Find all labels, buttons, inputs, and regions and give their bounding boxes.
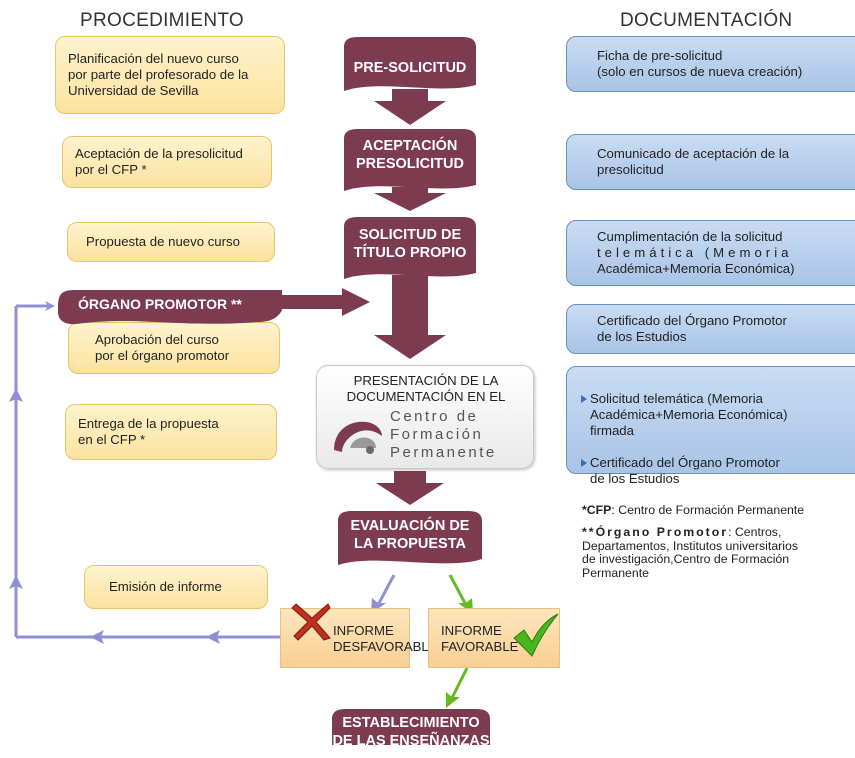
proc-planificacion: Planificación del nuevo curso por parte … bbox=[55, 36, 285, 114]
doc-list-item-solicitud: Solicitud telemática (Memoria Académica+… bbox=[581, 391, 855, 439]
branch-line-desfavorable bbox=[376, 574, 396, 606]
stage-solicitud: SOLICITUD DE TÍTULO PROPIO bbox=[353, 227, 467, 261]
proc-aprobacion: Aprobación del curso por el órgano promo… bbox=[68, 322, 280, 374]
documentacion-header: DOCUMENTACIÓN bbox=[620, 10, 793, 31]
proc-aceptacion: Aceptación de la presolicitud por el CFP… bbox=[62, 136, 272, 188]
stage-flow bbox=[332, 37, 490, 745]
doc-ficha: Ficha de pre-solicitud (solo en cursos d… bbox=[566, 36, 855, 92]
organo-arrow bbox=[280, 288, 370, 316]
cfp-logo-line-3: Permanente bbox=[390, 444, 497, 461]
stage-shape-solicitud bbox=[344, 217, 476, 279]
return-arrowhead-left-2 bbox=[90, 630, 104, 644]
return-arrowhead-up-1 bbox=[9, 575, 23, 589]
doc-certificado: Certificado del Órgano Promotor de los E… bbox=[566, 304, 855, 354]
note-organo-text: : Centros, Departamentos, Institutos uni… bbox=[582, 525, 798, 580]
stage-shape-establecimiento bbox=[332, 709, 490, 745]
stage-arrow-4 bbox=[376, 471, 444, 505]
return-arrowhead-up-2 bbox=[9, 388, 23, 402]
note-organo: **Órgano Promotor: Centros, Departamento… bbox=[582, 525, 854, 580]
doc-comunicado: Comunicado de aceptación de la presolici… bbox=[566, 134, 855, 190]
presentacion-title: PRESENTACIÓN DE LA DOCUMENTACIÓN EN EL bbox=[346, 373, 506, 404]
note-organo-key: **Órgano Promotor bbox=[582, 525, 729, 539]
note-cfp-text: : Centro de Formación Permanente bbox=[611, 503, 805, 517]
stage-evaluacion: EVALUACIÓN DE LA PROPUESTA bbox=[350, 518, 470, 552]
proc-emision: Emisión de informe bbox=[84, 565, 268, 609]
cfp-logo-line-1: Centro de bbox=[390, 408, 479, 425]
stage-presolicitud: PRE-SOLICITUD bbox=[353, 60, 467, 76]
branch-line-establecimiento bbox=[450, 667, 469, 699]
organo-promotor-label: ÓRGANO PROMOTOR ** bbox=[78, 296, 242, 312]
informe-desfavorable-label: INFORME DESFAVORABLE bbox=[333, 623, 438, 654]
proc-entrega: Entrega de la propuesta en el CFP * bbox=[65, 404, 277, 460]
cfp-logo-line-2: Formación bbox=[390, 426, 484, 443]
cfp-logo-text: Centro de Formación Permanente bbox=[390, 408, 497, 462]
stage-shape-presolicitud bbox=[344, 37, 476, 91]
doc-presentacion-list: Solicitud telemática (Memoria Académica+… bbox=[566, 366, 855, 486]
cross-icon bbox=[291, 603, 331, 641]
note-cfp: *CFP: Centro de Formación Permanente bbox=[582, 503, 805, 518]
return-arrowhead-left-1 bbox=[206, 630, 220, 644]
stage-aceptacion: ACEPTACIÓN PRESOLICITUD bbox=[356, 138, 464, 172]
doc-cumplimentacion-line-2: telemática (Memoria bbox=[597, 245, 793, 260]
check-icon bbox=[513, 613, 559, 657]
doc-cumplimentacion: Cumplimentación de la solicitud telemáti… bbox=[566, 220, 855, 286]
stage-arrow-3 bbox=[374, 275, 446, 359]
stage-arrow-1 bbox=[374, 89, 446, 125]
doc-cumplimentacion-line-1: Cumplimentación de la solicitud bbox=[597, 229, 783, 244]
informe-desfavorable-box: INFORME DESFAVORABLE bbox=[280, 608, 438, 668]
stage-shape-aceptacion bbox=[344, 129, 476, 191]
informe-favorable-label: INFORME FAVORABLE bbox=[441, 623, 519, 654]
proc-propuesta: Propuesta de nuevo curso bbox=[67, 222, 275, 262]
presentacion-box bbox=[316, 365, 534, 469]
stage-arrow-2 bbox=[374, 187, 446, 211]
cfp-logo-icon bbox=[334, 421, 382, 454]
procedimiento-header: PROCEDIMIENTO bbox=[80, 10, 245, 31]
doc-cumplimentacion-line-3: Académica+Memoria Económica) bbox=[597, 261, 795, 276]
note-cfp-key: *CFP bbox=[582, 503, 612, 517]
branch-line-favorable bbox=[448, 574, 468, 606]
branch-head-establecimiento bbox=[446, 692, 460, 708]
stage-establecimiento: ESTABLECIMIENTO DE LAS ENSEÑANZAS bbox=[332, 715, 490, 749]
stage-shape-evaluacion bbox=[338, 511, 482, 565]
organo-promotor-shape bbox=[58, 290, 282, 325]
doc-list-item-certificado: Certificado del Órgano Promotor de los E… bbox=[581, 455, 855, 487]
